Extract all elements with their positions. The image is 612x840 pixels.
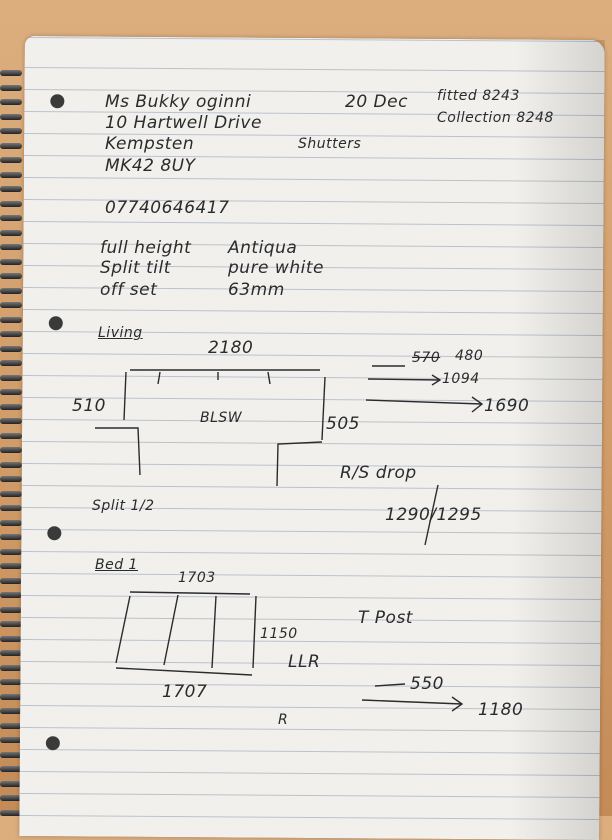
spiral-coil <box>0 273 22 279</box>
spiral-coil <box>0 331 22 337</box>
spiral-coil <box>0 99 22 105</box>
spiral-coil <box>0 200 22 207</box>
bed-r: R <box>278 712 289 728</box>
bed-arrow2: 1180 <box>478 700 524 720</box>
living-arrow3: 1690 <box>484 396 530 416</box>
spiral-coil <box>0 548 22 555</box>
spec-style2: Split tilt <box>100 258 171 278</box>
date: 20 Dec <box>345 92 408 112</box>
drop-label: R/S drop <box>340 463 417 483</box>
customer-town: Kempsten <box>105 134 195 154</box>
spiral-coil <box>0 650 22 656</box>
spiral-coil <box>0 244 22 250</box>
spiral-coil <box>0 722 22 729</box>
spiral-coil <box>0 142 22 149</box>
spiral-coil <box>0 606 22 613</box>
spiral-coil <box>0 215 22 221</box>
spiral-coil <box>0 577 22 584</box>
living-arrow2: 1094 <box>442 371 480 387</box>
bed-heading: Bed 1 <box>95 557 138 573</box>
spec-colour1: Antiqua <box>228 238 298 258</box>
spiral-coil <box>0 664 22 671</box>
collection-ref: Collection 8248 <box>437 110 554 126</box>
spiral-coil <box>0 519 22 526</box>
spiral-coil <box>0 737 22 743</box>
spiral-coil <box>0 258 22 265</box>
bed-config: LLR <box>288 652 321 672</box>
spiral-coil <box>0 70 22 76</box>
spiral-coil <box>0 229 22 236</box>
spiral-coil <box>0 447 22 453</box>
spec-colour2: pure white <box>228 258 324 278</box>
spiral-coil <box>0 302 22 308</box>
bed-bottom: 1707 <box>162 682 208 702</box>
fitted-ref: fitted 8243 <box>437 88 520 104</box>
spiral-coil <box>0 621 22 627</box>
living-struck-value: 570 <box>412 350 441 366</box>
living-right: 505 <box>326 414 360 434</box>
bed-top: 1703 <box>178 570 216 586</box>
spiral-coil <box>0 679 22 685</box>
spec-louvre: 63mm <box>228 280 285 300</box>
spiral-coil <box>0 84 22 91</box>
phone: 07740646417 <box>105 198 230 218</box>
living-split: Split 1/2 <box>92 498 155 514</box>
living-type: BLSW <box>200 410 243 426</box>
customer-address: 10 Hartwell Drive <box>105 113 262 133</box>
spiral-coil <box>0 287 22 294</box>
spiral-coil <box>0 374 22 381</box>
living-window-sketch <box>95 365 484 546</box>
spiral-coil <box>0 534 22 540</box>
product: Shutters <box>298 136 362 152</box>
spiral-coil <box>0 780 22 787</box>
sketch-diagrams <box>95 365 484 712</box>
bed-arrow1: 550 <box>410 674 444 694</box>
spiral-coil <box>0 766 22 772</box>
spiral-coil <box>0 157 22 163</box>
spiral-coil <box>0 345 22 352</box>
t-post: T Post <box>358 608 413 628</box>
spiral-coil <box>0 389 22 395</box>
spiral-coil <box>0 128 22 134</box>
spiral-coil <box>0 693 22 700</box>
customer-name: Ms Bukky oginni <box>105 92 252 112</box>
spiral-coil <box>0 403 22 410</box>
drop-value: 1290/1295 <box>385 505 482 525</box>
spiral-coil <box>0 360 22 366</box>
spiral-coil <box>0 432 22 439</box>
spiral-coil <box>0 708 22 714</box>
living-arrow1: 480 <box>455 348 484 364</box>
spiral-coil <box>0 461 22 468</box>
spiral-coil <box>0 809 22 816</box>
spiral-coil <box>0 751 22 758</box>
spiral-coil <box>0 490 22 497</box>
spec-style3: off set <box>100 280 158 300</box>
spiral-coil <box>0 113 22 120</box>
bed-window-sketch <box>115 591 464 712</box>
spiral-coil <box>0 635 22 642</box>
living-heading: Living <box>98 325 143 341</box>
spiral-coil <box>0 171 22 178</box>
spiral-coil <box>0 592 22 598</box>
living-left: 510 <box>72 396 106 416</box>
spiral-coil <box>0 505 22 511</box>
spiral-coil <box>0 316 22 323</box>
customer-postcode: MK42 8UY <box>105 156 196 176</box>
spec-style1: full height <box>100 238 192 258</box>
spiral-coil <box>0 795 22 801</box>
bed-height: 1150 <box>260 626 298 642</box>
spiral-coil <box>0 476 22 482</box>
spiral-coil <box>0 418 22 424</box>
living-width: 2180 <box>208 338 254 358</box>
spiral-coil <box>0 563 22 569</box>
spiral-coil <box>0 186 22 192</box>
